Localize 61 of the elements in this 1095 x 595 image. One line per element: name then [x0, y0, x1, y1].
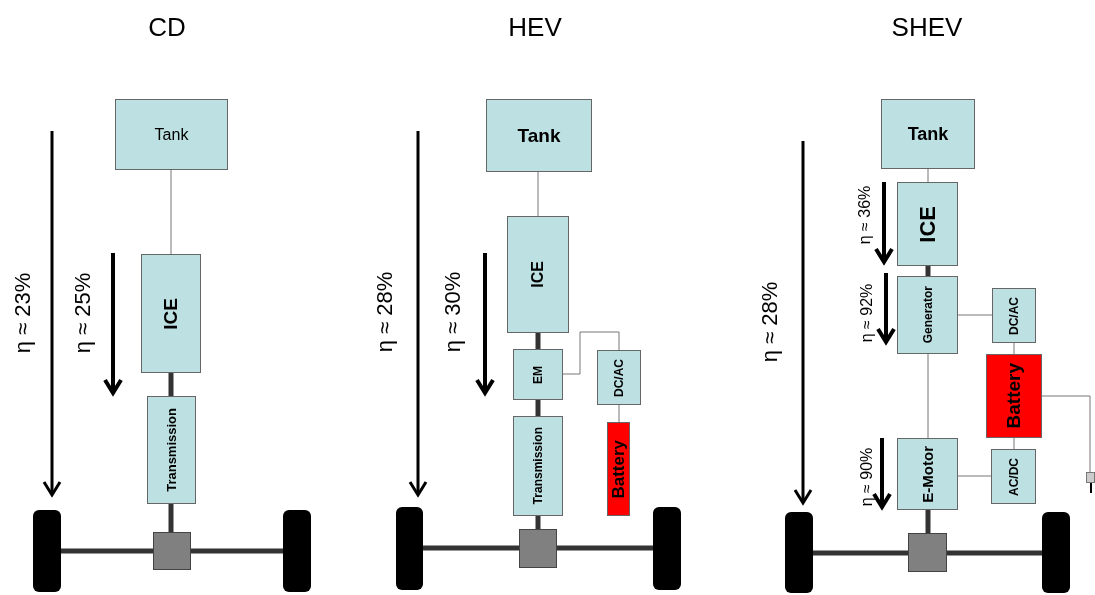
shaft-line: [535, 333, 541, 349]
efficiency-label: η ≈ 25%: [70, 272, 96, 354]
shaft-line: [168, 373, 174, 396]
shaft-line: [925, 510, 931, 533]
battery-box: Battery: [607, 422, 630, 516]
shaft-line: [535, 400, 541, 416]
differential-box: [519, 529, 557, 568]
wheel: [785, 512, 813, 593]
component-box: Transmission: [513, 416, 563, 516]
differential-box: [908, 533, 947, 572]
efficiency-label: η ≈ 23%: [10, 272, 36, 354]
wheel: [1042, 512, 1070, 593]
efficiency-label: η ≈ 36%: [856, 185, 874, 245]
differential-box: [153, 532, 191, 570]
efficiency-label: η ≈ 28%: [757, 281, 783, 363]
connector-line: [618, 404, 620, 423]
shaft-line: [535, 516, 541, 529]
shaft-line: [168, 504, 174, 532]
component-box: AC/DC: [991, 449, 1036, 504]
shaft-line: [813, 550, 908, 556]
efficiency-label: η ≈ 30%: [440, 271, 466, 353]
plug-box: [1084, 472, 1095, 494]
connector-line: [957, 475, 992, 477]
wheel: [396, 507, 423, 590]
connector-line: [1013, 437, 1015, 450]
connector-line: [1013, 342, 1015, 355]
component-box: Generator: [897, 276, 958, 354]
panel-title: SHEV: [891, 11, 963, 43]
battery-box: Battery: [986, 354, 1042, 438]
panel-title: CD: [148, 11, 186, 43]
connector-line: [957, 314, 993, 316]
efficiency-label: η ≈ 28%: [372, 271, 398, 353]
component-box: DC/AC: [597, 350, 641, 405]
component-box: EM: [513, 349, 563, 400]
component-box: DC/AC: [992, 288, 1036, 343]
connector-line: [927, 168, 929, 183]
efficiency-label: η ≈ 90%: [858, 447, 876, 507]
shaft-line: [947, 550, 1042, 556]
component-box: Transmission: [147, 396, 196, 504]
connector-line: [170, 169, 172, 255]
panel-title: HEV: [508, 11, 562, 43]
shaft-line: [423, 545, 519, 551]
connector-line: [1041, 395, 1091, 473]
shaft-line: [61, 548, 153, 554]
component-box: Tank: [486, 99, 592, 172]
shaft-line: [557, 545, 653, 551]
component-box: ICE: [507, 216, 569, 333]
shaft-line: [191, 548, 283, 554]
component-box: ICE: [897, 182, 958, 266]
connector-line: [562, 331, 620, 375]
shaft-line: [925, 266, 931, 276]
wheel: [653, 507, 681, 590]
efficiency-label: η ≈ 92%: [858, 283, 876, 343]
component-box: ICE: [141, 254, 201, 373]
connector-line: [537, 171, 539, 217]
connector-line: [927, 353, 929, 439]
wheel: [33, 510, 61, 592]
wheel: [283, 510, 311, 592]
component-box: E-Motor: [897, 438, 958, 510]
component-box: Tank: [115, 99, 228, 170]
component-box: Tank: [881, 99, 975, 169]
